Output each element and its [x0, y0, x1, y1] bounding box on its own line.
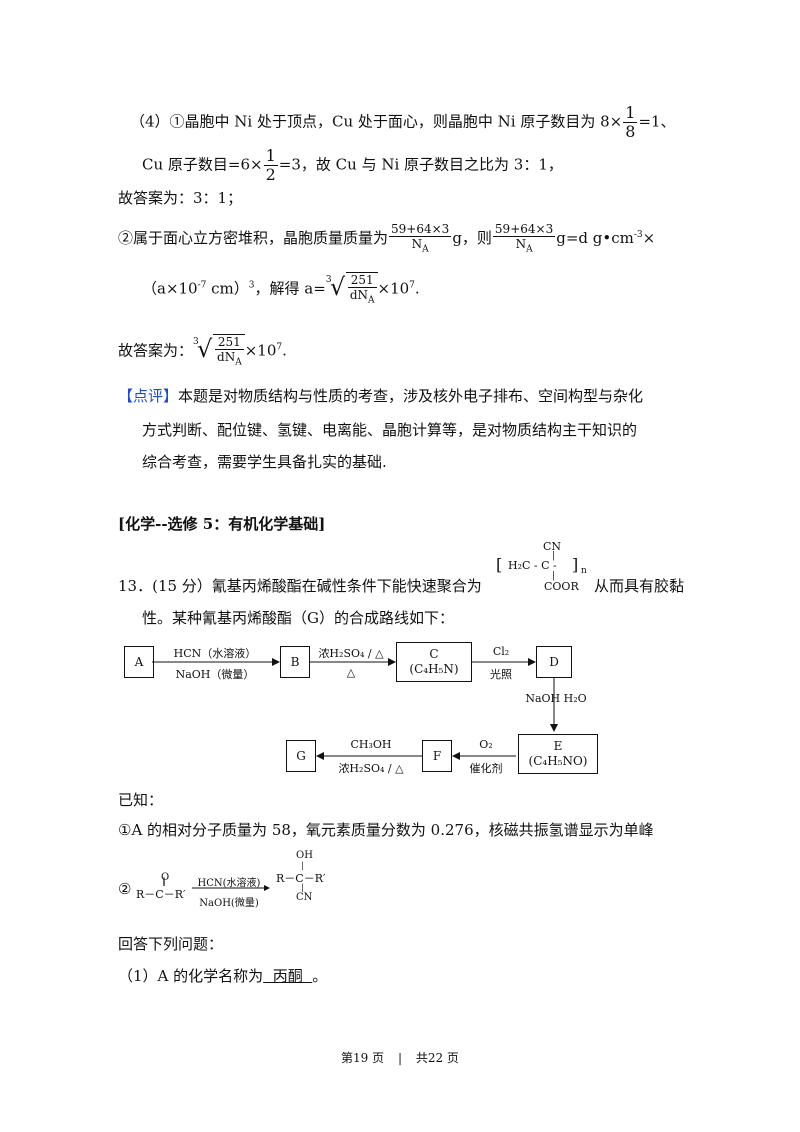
- questions-title: 回答下列问题：: [118, 935, 224, 953]
- ef-condition-top: O₂: [479, 738, 493, 751]
- q4-line3-text: ②属于面心立方密堆积，晶胞质量质量为: [118, 229, 389, 248]
- polymer-structure: CN | [ H₂C - C - ] n | COOR: [496, 540, 587, 593]
- compound-c: C(C₄H₅N): [396, 642, 472, 682]
- comment-line2: 方式判断、配位键、氢键、电离能、晶胞计算等，是对物质结构主干知识的: [142, 421, 638, 439]
- cd-condition-top: Cl₂: [492, 645, 510, 658]
- answer-1: 故答案为：3：1；: [118, 189, 243, 207]
- q4-line1-text: （4）①晶胞中 Ni 处于顶点，Cu 处于面心，则晶胞中 Ni 原子数目为 8×: [130, 112, 623, 131]
- q13-line1-end: 从而具有胶黏: [594, 577, 685, 595]
- q4-line2-end: =3，故 Cu 与 Ni 原子数目之比为 3：1，: [278, 155, 563, 174]
- question-1-answer: 丙酮: [263, 967, 313, 985]
- comment-line1: 【点评】本题是对物质结构与性质的考查，涉及核外电子排布、空间构型与杂化: [118, 387, 644, 405]
- page-total: 共22 页: [415, 1051, 459, 1065]
- comment-tag: 【点评】: [118, 387, 179, 405]
- fg-condition-top: CH₃OH: [350, 738, 392, 751]
- bc-condition-bottom: △: [346, 666, 356, 679]
- compound-b: B: [280, 646, 310, 678]
- compound-e: E(C₄H₅NO): [518, 734, 598, 774]
- question-1: （1）A 的化学名称为 丙酮 。: [118, 967, 328, 985]
- ef-condition-bottom: 催化剂: [469, 762, 503, 775]
- page-number: 第19 页: [341, 1051, 385, 1065]
- compound-g: G: [286, 740, 316, 772]
- q13-line1: 13．(15 分）氰基丙烯酸酯在碱性条件下能快速聚合为: [118, 577, 482, 595]
- bc-condition-top: 浓H₂SO₄ / △: [318, 647, 384, 660]
- q13-line2: 性。某种氰基丙烯酸酯（G）的合成路线如下：: [142, 609, 454, 627]
- de-condition: NaOH H₂O: [525, 692, 587, 705]
- ab-condition-bottom: NaOH（微量）: [175, 668, 255, 681]
- q4-line1: （4）①晶胞中 Ni 处于顶点，Cu 处于面心，则晶胞中 Ni 原子数目为 8×…: [130, 104, 676, 141]
- compound-a: A: [124, 646, 154, 678]
- q4-line2-text: Cu 原子数目=6×: [142, 155, 263, 174]
- compound-d: D: [536, 646, 572, 678]
- ab-condition-top: HCN（水溶液）: [173, 647, 257, 660]
- fg-condition-bottom: 浓H₂SO₄ / △: [338, 762, 404, 775]
- scheme-arrows: [152, 658, 558, 760]
- comment-line3: 综合考查，需要学生具备扎实的基础.: [142, 453, 387, 471]
- section-title: [化学--选修 5：有机化学基础]: [118, 515, 326, 533]
- page-footer: 第19 页 | 共22 页: [341, 1051, 459, 1065]
- q4-line1-end: =1、: [638, 112, 676, 131]
- known-reaction: ② O ‖ R－C－R′ HCN(水溶液) NaOH(微量) OH | R－C－…: [118, 850, 326, 909]
- known-title: 已知：: [118, 791, 164, 809]
- compound-f: F: [422, 740, 452, 772]
- cd-condition-bottom: 光照: [490, 668, 512, 681]
- known-reaction-arrow: [192, 885, 270, 891]
- known-item-1: ①A 的相对分子质量为 58，氧元素质量分数为 0.276，核磁共振氢谱显示为单…: [118, 821, 654, 839]
